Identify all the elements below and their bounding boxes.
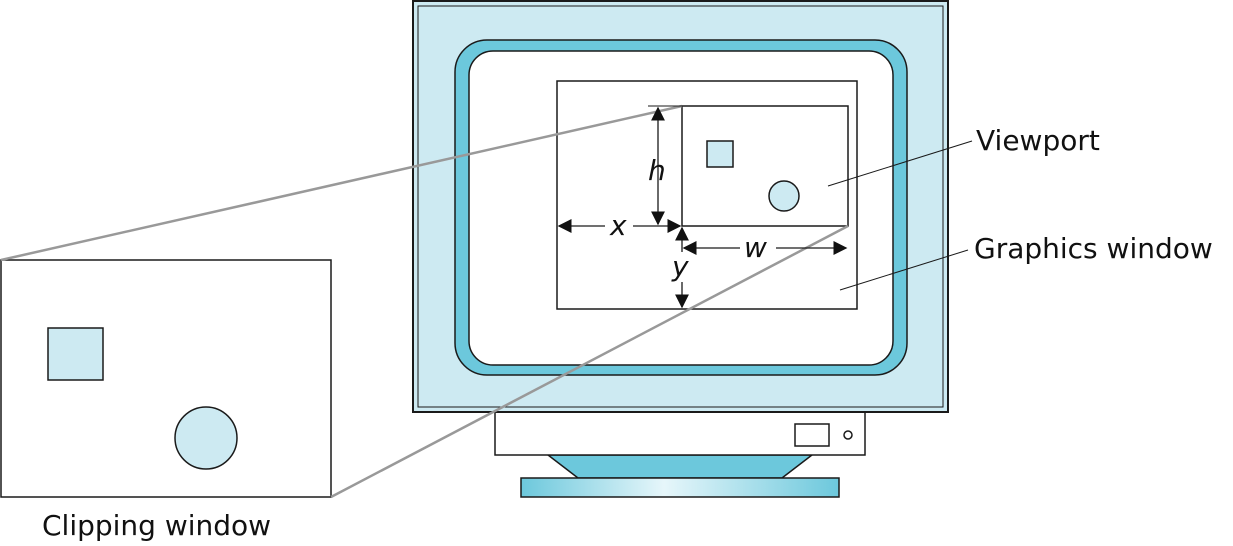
- projection-line-bottom: [330, 224, 849, 499]
- monitor-neck: [545, 454, 815, 479]
- viewport-label: Viewport: [976, 124, 1100, 157]
- graphics-window-leader-line: [839, 249, 969, 291]
- power-indicator: [843, 430, 853, 440]
- dimension-y-label: y: [671, 250, 689, 283]
- monitor-button: [794, 423, 830, 447]
- dimension-y-label-bg: [670, 252, 696, 282]
- dimension-w-label: w: [744, 231, 767, 264]
- viewport-leader-line: [827, 140, 973, 187]
- dimension-x-label: x: [609, 209, 627, 242]
- monitor-base: [520, 477, 840, 498]
- viewport-square: [706, 140, 734, 168]
- dimension-h-label: h: [648, 154, 666, 187]
- dimension-x-label-bg: [605, 210, 633, 240]
- dimension-w-label-bg: [740, 232, 776, 262]
- graphics-window-label: Graphics window: [974, 232, 1213, 265]
- clipping-circle: [174, 406, 238, 470]
- viewport-circle: [768, 180, 800, 212]
- clipping-window-label: Clipping window: [42, 509, 271, 542]
- clipping-square: [47, 327, 104, 381]
- projection-line-top: [0, 104, 683, 262]
- monitor-frame-inner-edge: [417, 5, 944, 408]
